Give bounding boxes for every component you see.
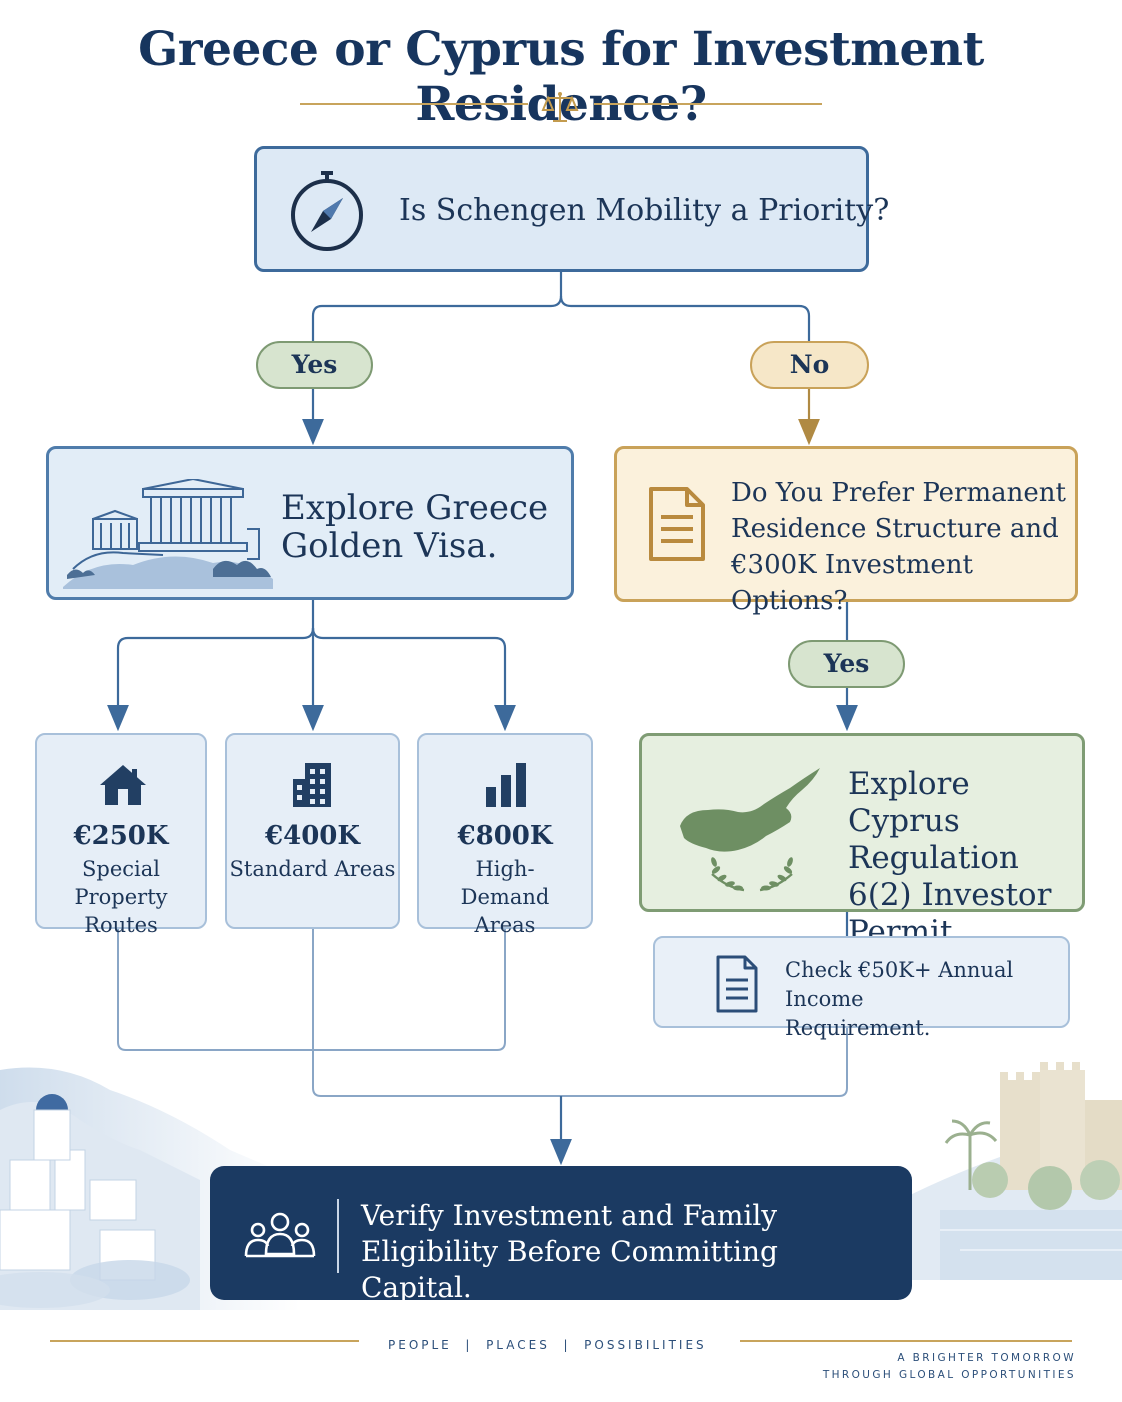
footer-tagline: PEOPLE | PLACES | POSSIBILITIES (388, 1338, 707, 1352)
title-rule-left (300, 103, 528, 105)
permanent-residence-question-box: Do You Prefer Permanent Residence Struct… (614, 446, 1078, 616)
document-icon (649, 487, 705, 561)
tier-800k-label: High-Demand Areas (460, 857, 550, 937)
footer-rule-left (50, 1340, 359, 1342)
page-title: Greece or Cyprus for Investment Residenc… (138, 22, 984, 132)
yes-branch-label: Yes (256, 341, 373, 389)
greek-temple-icon (63, 479, 273, 589)
tier-250k-label: Special Property Routes (74, 857, 168, 937)
cyprus-investor-permit-text: Explore Cyprus Regulation 6(2) Investor … (848, 766, 1052, 950)
footer-slogan-line2: THROUGH GLOBAL OPPORTUNITIES (822, 1369, 1076, 1381)
income-requirement-box: Check €50K+ Annual Income Requirement. (653, 936, 1070, 1040)
building-icon (293, 763, 331, 807)
bar-chart-icon (486, 763, 526, 807)
cyprus-map-icon (680, 768, 820, 892)
permanent-residence-question-text: Do You Prefer Permanent Residence Struct… (731, 478, 1066, 616)
tier-250k-amount: €250K (73, 821, 169, 851)
tier-400k-amount: €400K (265, 821, 360, 851)
tier-800k: €800K High-Demand Areas (417, 733, 593, 937)
income-requirement-text: Check €50K+ Annual Income Requirement. (785, 958, 1014, 1040)
schengen-question-box: Is Schengen Mobility a Priority? (254, 146, 889, 272)
tier-400k-label: Standard Areas (229, 857, 396, 881)
greece-golden-visa-box: Explore Greece Golden Visa. (46, 446, 574, 600)
footer-slogan-line1: A BRIGHTER TOMORROW (897, 1352, 1076, 1364)
scales-icon (541, 92, 579, 122)
document-icon (716, 955, 758, 1013)
verify-divider (337, 1199, 339, 1273)
greece-golden-visa-text: Explore Greece Golden Visa. (281, 488, 549, 566)
castle-scene (900, 1062, 1122, 1280)
cyprus-investor-permit-box: Explore Cyprus Regulation 6(2) Investor … (639, 733, 1085, 950)
title-rule-right (594, 103, 822, 105)
tier-800k-amount: €800K (457, 821, 553, 851)
compass-icon (291, 171, 363, 251)
verify-eligibility-text: Verify Investment and Family Eligibility… (361, 1199, 778, 1304)
footer-rule-right (740, 1340, 1072, 1342)
schengen-question-text: Is Schengen Mobility a Priority? (399, 193, 890, 228)
people-icon (244, 1212, 316, 1258)
tier-400k: €400K Standard Areas (225, 733, 400, 929)
tier-250k: €250K Special Property Routes (35, 733, 207, 937)
no-branch-label: No (750, 341, 869, 389)
verify-eligibility-box: Verify Investment and Family Eligibility… (210, 1166, 912, 1304)
yes-cyprus-branch-label: Yes (788, 640, 905, 688)
house-icon (100, 765, 146, 805)
